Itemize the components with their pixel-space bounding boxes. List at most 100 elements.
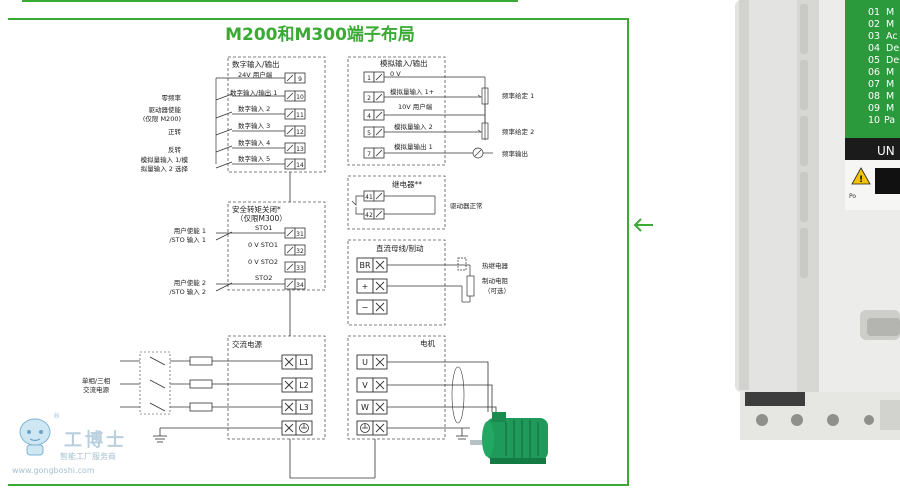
terminal-num-5: 5: [367, 130, 371, 137]
digital-side-labels: 零频率 驱动器使能 (仅限 M200) 正转 反转 模拟量输入 1/模 拟量输入…: [141, 93, 189, 173]
terminal-label-13: 数字输入 4: [238, 138, 270, 147]
device-banner: [845, 138, 900, 160]
logo-url: www.gongboshi.com: [12, 466, 95, 475]
terminal-13: 13 数字输入 4: [238, 138, 306, 154]
terminal-label-5: 模拟量输入 2: [394, 122, 433, 131]
terminal-V-label: V: [362, 381, 368, 390]
terminal-num-7: 7: [367, 151, 371, 158]
terminal-label-34: STO2: [255, 274, 272, 282]
terminal-ac-ground: [281, 420, 313, 436]
diagram-frame: [8, 18, 629, 486]
label-ai-select-1: 模拟量输入 1/模: [141, 155, 189, 164]
terminal-12: 12 数字输入 3: [238, 121, 306, 137]
terminal-num-9: 9: [298, 76, 302, 83]
dc-bus-box: [347, 239, 446, 326]
terminal-num-32: 32: [296, 248, 304, 255]
terminal-num-42: 42: [365, 212, 373, 219]
dc-terminals: BR + −: [356, 257, 388, 315]
mount-hole-3: [827, 414, 839, 426]
menu-letter-08: M: [886, 91, 894, 102]
motor-icon: [470, 412, 548, 464]
terminal-L3: L3: [281, 399, 313, 415]
terminal-label-7: 模拟量输出 1: [394, 142, 433, 151]
motor-terminals: U V W: [356, 354, 388, 436]
menu-letter-02: M: [886, 19, 894, 30]
warning-subtext: Po: [849, 193, 856, 200]
terminal-1: 1 0 V: [363, 70, 401, 83]
terminal-U-label: U: [362, 358, 368, 367]
terminal-label-33: 0 V STO2: [248, 258, 278, 266]
robot-mascot-icon: [19, 418, 51, 456]
terminal-label-31: STO1: [255, 224, 272, 232]
thermal-relay-icon: [457, 257, 467, 271]
label-m200-only: (仅限 M200): [143, 114, 181, 123]
terminal-7: 7 模拟量输出 1: [363, 142, 433, 159]
terminal-W-label: W: [361, 403, 369, 412]
terminal-14: 14 数字输入 5: [238, 154, 306, 170]
terminal-minus-label: −: [362, 303, 369, 312]
menu-num-06: 06: [868, 67, 880, 78]
menu-num-04: 04: [868, 43, 880, 54]
menu-letter-04: De: [886, 43, 899, 54]
terminal-layout-diagram: M200和M300端子布局 数字输入/输出 安全转矩关闭* （仅限M300） 交…: [82, 24, 548, 479]
ac-terminals: L1 L2 L3: [281, 354, 313, 436]
label-sto-input-2: /STO 输入 2: [169, 287, 206, 296]
terminal-num-2: 2: [367, 95, 371, 102]
diagram-title: M200和M300端子布局: [225, 24, 415, 45]
label-user-enable-1: 用户使能 1: [174, 226, 206, 235]
terminal-label-12: 数字输入 3: [238, 121, 270, 130]
label-drive-ok: 驱动器正常: [450, 201, 483, 210]
menu-num-10: 10: [868, 115, 880, 126]
menu-letter-09: M: [886, 103, 894, 114]
top-rule: [22, 0, 518, 2]
label-optional: （可选）: [484, 286, 510, 295]
digital-io-box: [227, 56, 326, 173]
terminal-num-34: 34: [296, 282, 304, 289]
label-drive-enable: 驱动器使能: [149, 105, 182, 114]
menu-letter-10: Pa: [884, 115, 895, 126]
menu-letter-03: Ac: [886, 31, 898, 42]
menu-num-03: 03: [868, 31, 880, 42]
arrow-left-icon: [633, 218, 653, 232]
terminal-label-32: 0 V STO1: [248, 241, 278, 249]
brake-resistor-icon: [466, 275, 475, 297]
menu-num-01: 01: [868, 7, 880, 18]
motor-ground-icon: [360, 423, 370, 433]
dc-bus-header: 直流母线/制动: [376, 243, 424, 253]
terminal-label-11: 数字输入 2: [238, 104, 270, 113]
terminal-L3-label: L3: [299, 403, 309, 412]
panel-green-area: [845, 0, 900, 138]
terminal-9: 9 24V 用户端: [238, 70, 306, 84]
sto-terminals: 31 STO1 32 0 V STO1 33 0 V STO2 34 STO2: [248, 224, 306, 290]
relay-terminals: 41 42: [363, 190, 385, 220]
menu-num-02: 02: [868, 19, 880, 30]
terminal-num-11: 11: [296, 112, 304, 119]
terminal-33: 33 0 V STO2: [248, 258, 306, 273]
analog-io-header: 模拟输入/输出: [380, 58, 428, 68]
terminal-num-41: 41: [365, 194, 373, 201]
terminal-BR-label: BR: [359, 261, 370, 270]
shield-icon: [451, 366, 465, 424]
terminal-L2: L2: [281, 377, 313, 393]
label-thermal-relay: 热继电器: [482, 261, 509, 270]
menu-num-05: 05: [868, 55, 880, 66]
terminal-L1-label: L1: [299, 358, 309, 367]
terminal-32: 32 0 V STO1: [248, 241, 306, 256]
terminal-10: 10 数字输入/输出 1: [230, 88, 306, 102]
terminal-num-31: 31: [296, 231, 304, 238]
label-ac-supply: 交流电源: [83, 385, 110, 394]
mount-hole-2: [791, 414, 803, 426]
sto-header: 安全转矩关闭*: [232, 204, 281, 214]
label-zero-freq: 零频率: [162, 93, 182, 102]
terminal-11: 11 数字输入 2: [238, 104, 306, 120]
label-forward: 正转: [168, 127, 182, 136]
terminal-label-2: 模拟量输入 1+: [390, 87, 434, 96]
terminal-4: 4 10V 用户端: [363, 102, 433, 121]
terminal-num-13: 13: [296, 146, 304, 153]
logo-registered: ®: [53, 412, 60, 420]
label-sto-input-1: /STO 输入 1: [169, 235, 206, 244]
mount-hole-4: [864, 415, 874, 425]
terminal-label-4: 10V 用户端: [398, 102, 433, 111]
